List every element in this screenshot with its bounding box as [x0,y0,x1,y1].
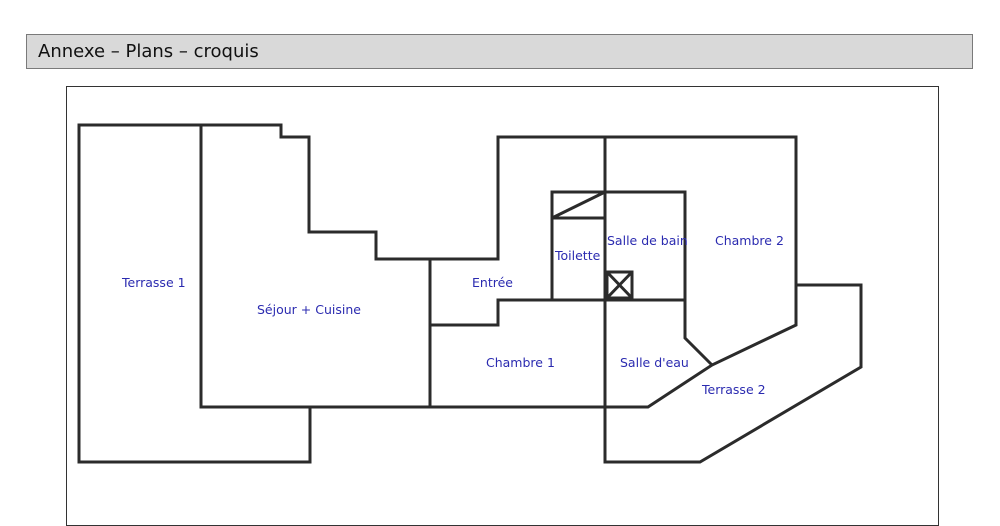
room-label-chambre2: Chambre 2 [715,233,784,248]
room-label-salle-de-bain: Salle de bain [607,233,688,248]
section-title: Annexe – Plans – croquis [38,41,259,62]
room-label-toilette: Toilette [554,248,601,263]
floor-plan-frame [66,86,939,526]
wall-sejour-outline [199,123,432,409]
wall-terrasse1-outline [77,123,312,464]
wall-entree-outline [430,135,607,327]
shaft-box [605,270,634,300]
section-header: Annexe – Plans – croquis [26,34,973,69]
wall-toilette-outline [550,190,605,300]
room-label-terrasse2: Terrasse 2 [701,382,766,397]
room-label-chambre1: Chambre 1 [486,355,555,370]
room-label-sejour-cuisine: Séjour + Cuisine [257,302,361,317]
room-label-terrasse1: Terrasse 1 [121,275,186,290]
room-label-salle-deau: Salle d'eau [620,355,689,370]
wall-sdb-outline [605,190,714,367]
wall-terrasse2-outline [603,283,863,464]
shaft-cross-2 [605,270,634,300]
wall-chambre1-outline [430,300,607,409]
wall-chambre2-outline [605,135,798,409]
room-label-entree: Entrée [472,275,513,290]
wall-toilette-diagonal [551,190,606,220]
